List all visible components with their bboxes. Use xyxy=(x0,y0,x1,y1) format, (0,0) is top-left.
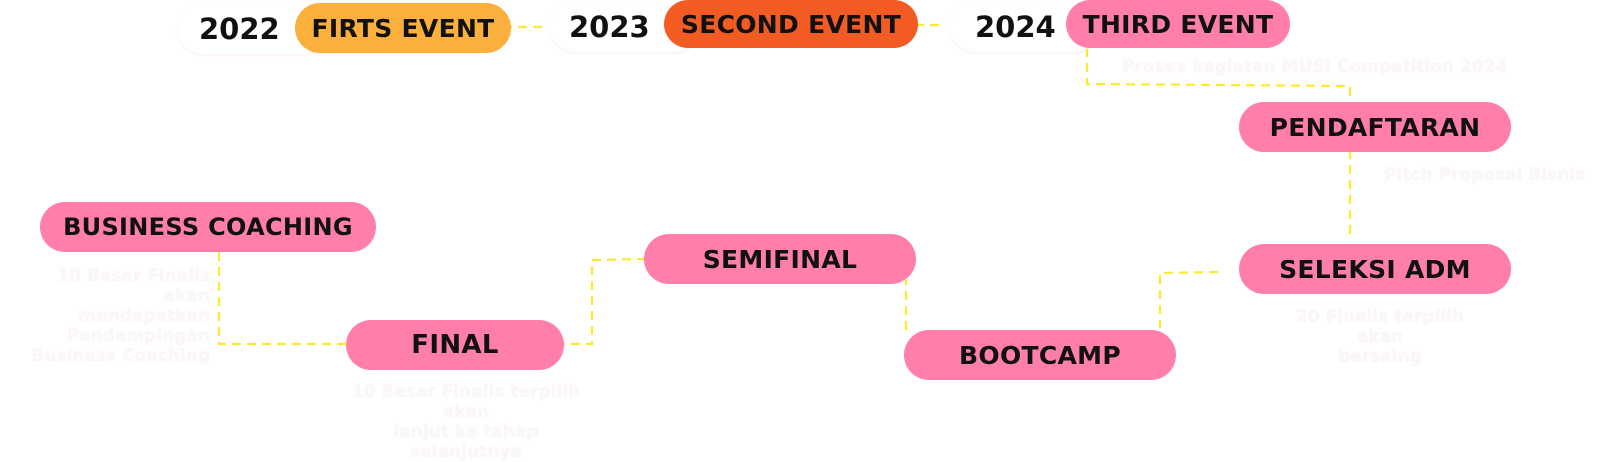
stage-label-pendaftaran: PENDAFTARAN xyxy=(1269,112,1481,142)
intro-caption: Proses kegiatan MUSI Competition 2024 xyxy=(1122,57,1508,77)
event-pill-first[interactable]: FIRTS EVENT xyxy=(295,3,511,53)
event-label-third: THIRD EVENT xyxy=(1082,9,1274,39)
connector-seleksi-bootcamp xyxy=(1158,270,1219,328)
caption-business-line1: 10 Besar Finalis akan xyxy=(57,266,210,306)
stage-label-business-coaching: BUSINESS COACHING xyxy=(63,213,353,241)
stage-final[interactable]: FINAL xyxy=(346,320,564,370)
caption-business-line3: Pendampingan xyxy=(66,326,210,346)
caption-final-line2: lanjut ke tahap selanjutnya xyxy=(393,422,539,462)
stage-label-final: FINAL xyxy=(411,330,499,360)
caption-business-line4: Business Coaching xyxy=(31,346,210,366)
stage-semifinal[interactable]: SEMIFINAL xyxy=(644,234,916,284)
event-pill-second[interactable]: SECOND EVENT xyxy=(664,0,918,48)
event-pill-third[interactable]: THIRD EVENT xyxy=(1066,0,1290,48)
stage-business-coaching[interactable]: BUSINESS COACHING xyxy=(40,202,376,252)
event-label-second: SECOND EVENT xyxy=(680,9,902,39)
stage-bootcamp[interactable]: BOOTCAMP xyxy=(904,330,1176,380)
connector-semifinal-final xyxy=(563,257,647,346)
stage-label-semifinal: SEMIFINAL xyxy=(702,244,858,274)
stage-seleksi-adm[interactable]: SELEKSI ADM xyxy=(1239,244,1511,294)
caption-seleksi-adm: 20 Finalis terpilih akan bersaing xyxy=(1270,307,1490,367)
caption-final: 10 Besar Finalis terpilih akan lanjut ke… xyxy=(336,382,596,462)
caption-business-coaching: 10 Besar Finalis akan mendapatkan Pendam… xyxy=(20,266,210,366)
connector-final-business xyxy=(217,250,346,346)
caption-pendaftaran: Pitch Proposal Bisnis xyxy=(1384,165,1586,185)
event-label-first: FIRTS EVENT xyxy=(311,13,495,43)
caption-seleksi-line1: 20 Finalis terpilih akan xyxy=(1295,307,1465,347)
caption-seleksi-line2: bersaing xyxy=(1338,347,1422,367)
connector-third-event-pendaftaran xyxy=(1085,48,1352,102)
caption-business-line2: mendapatkan xyxy=(78,306,210,326)
caption-final-line1: 10 Besar Finalis terpilih akan xyxy=(351,382,581,422)
year-2024: 2024 xyxy=(975,10,1056,44)
year-2023: 2023 xyxy=(569,10,650,44)
stage-pendaftaran[interactable]: PENDAFTARAN xyxy=(1239,102,1511,152)
stage-label-bootcamp: BOOTCAMP xyxy=(959,340,1121,370)
year-2022: 2022 xyxy=(199,12,280,46)
stage-label-seleksi-adm: SELEKSI ADM xyxy=(1279,254,1471,284)
